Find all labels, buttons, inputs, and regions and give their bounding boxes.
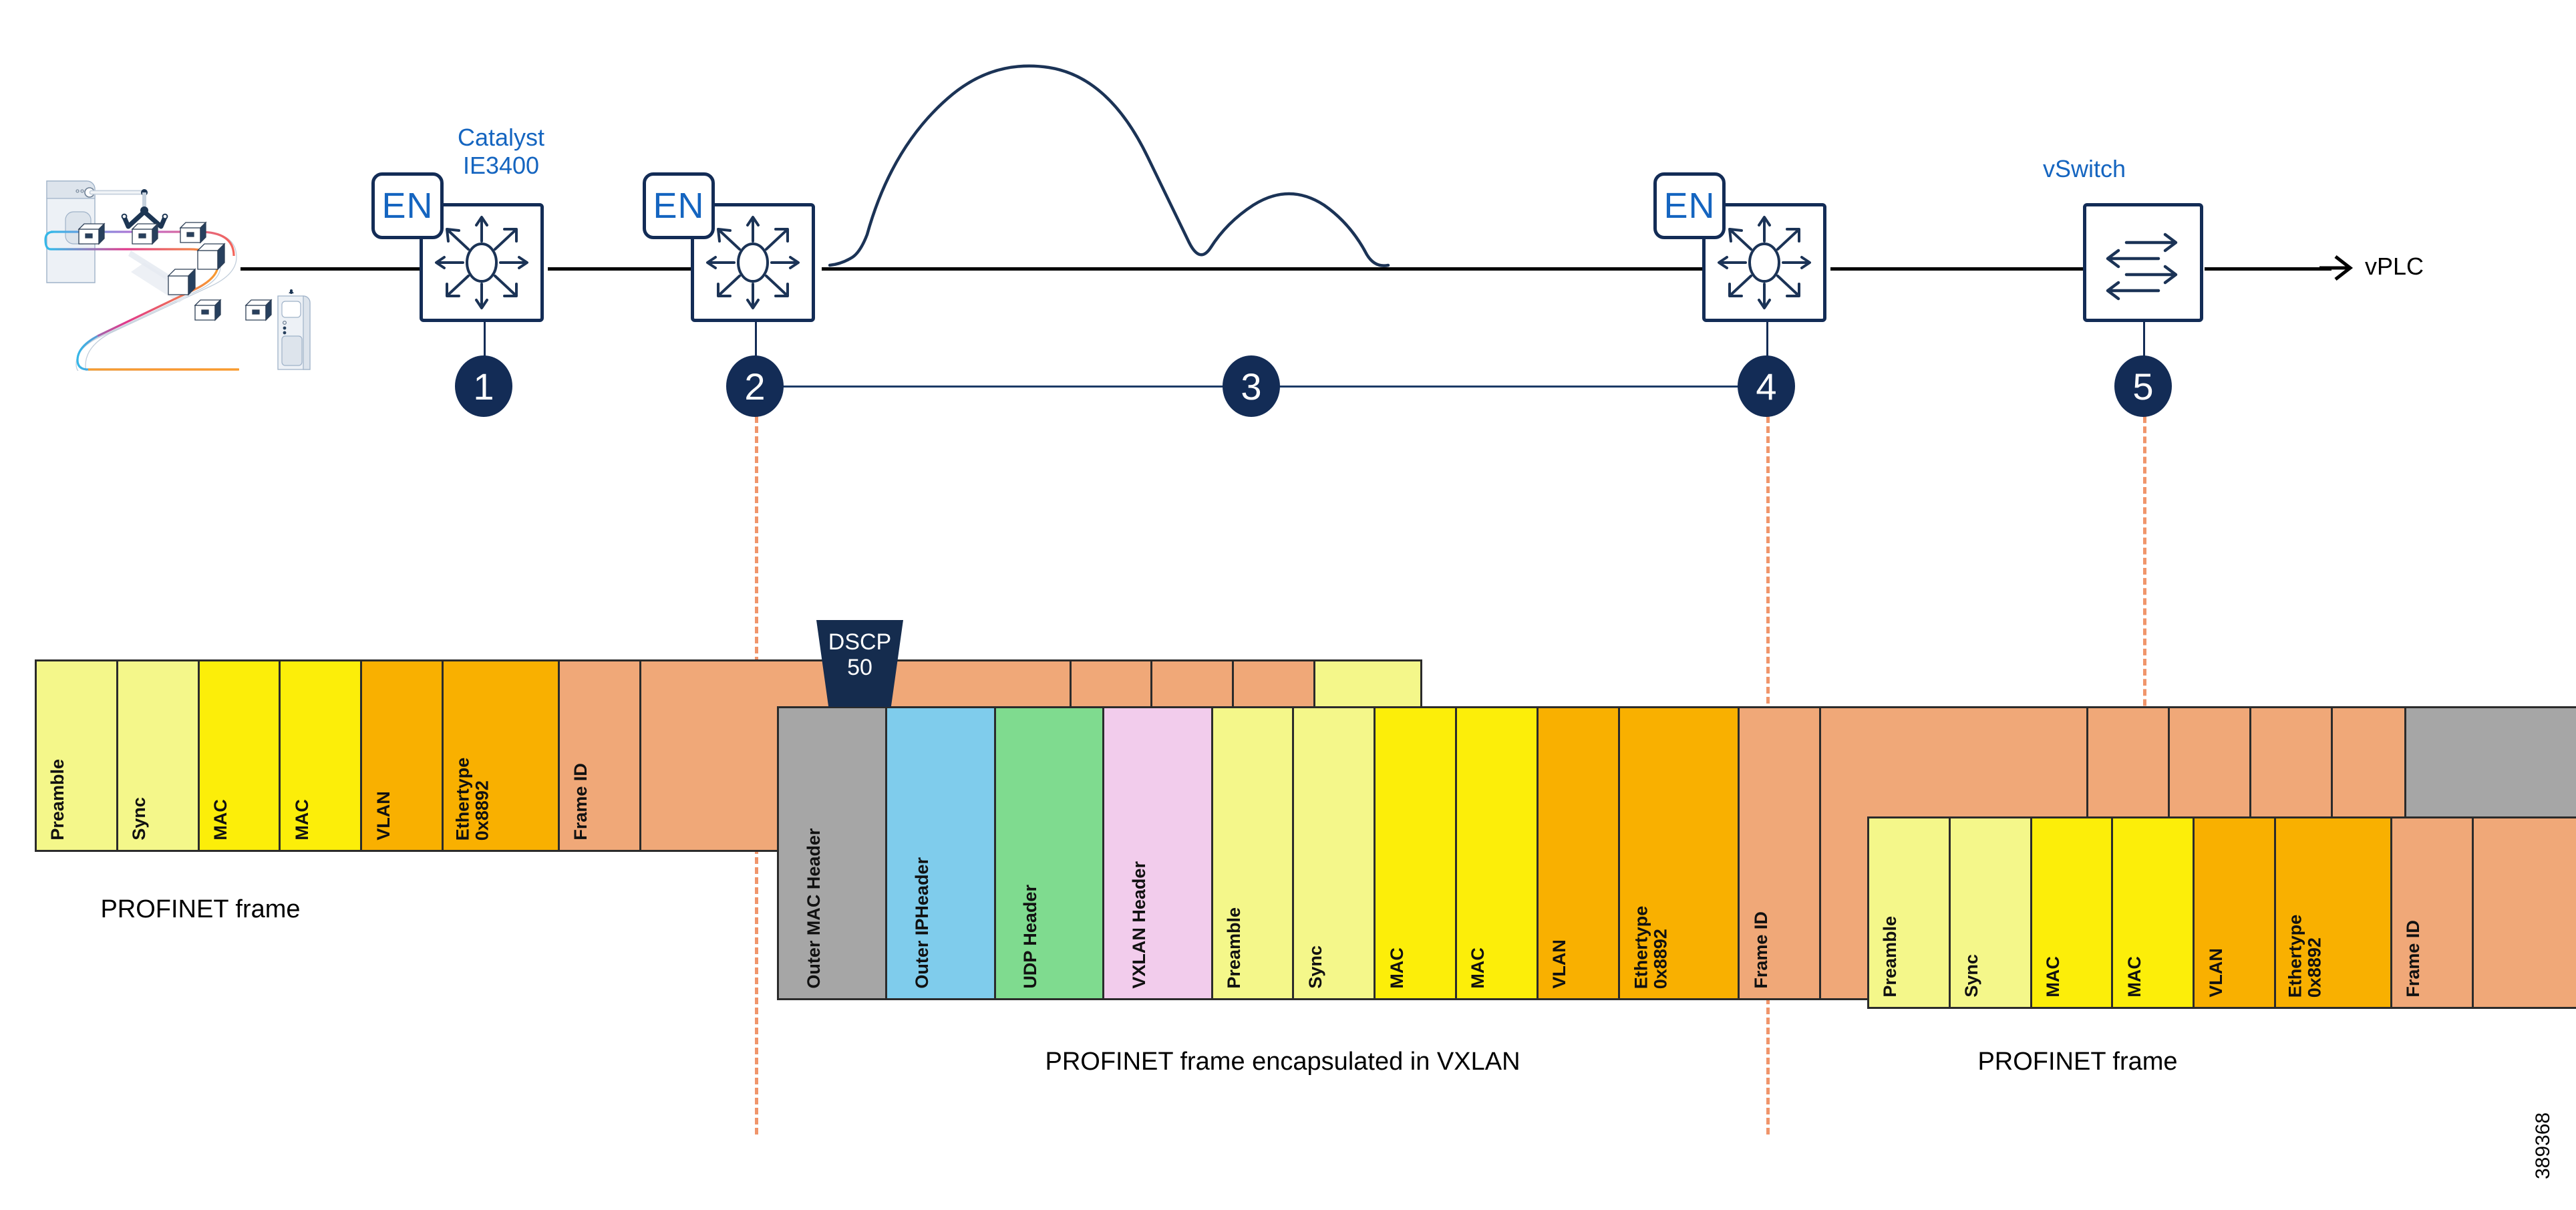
frame-segment: MAC <box>2032 818 2114 1007</box>
marker-5: 5 <box>2114 355 2172 417</box>
frame-segment-label: VLAN <box>2205 948 2226 998</box>
frame-segment: VLAN <box>2195 818 2276 1007</box>
frame-segment-label: MAC <box>2042 956 2063 998</box>
frame-segment: Frame ID <box>559 661 641 850</box>
frame-segment: Sync <box>118 661 200 850</box>
frame-segment: MAC <box>1376 708 1457 998</box>
frame-segment: UDP Header <box>995 708 1105 998</box>
frame-segment-label: MAC <box>291 799 312 841</box>
frame-segment: RT Data <box>2473 818 2576 1007</box>
link-sw1-sw2 <box>548 267 695 271</box>
frame-segment-label: Preamble <box>1223 907 1244 989</box>
frame-segment-label: Frame ID <box>1750 911 1771 989</box>
frame-segment-label: Sync <box>129 797 150 841</box>
vswitch-icon <box>2083 203 2203 322</box>
sw2-marker-stub <box>755 322 757 359</box>
frame-segment-label: Preamble <box>1880 916 1901 998</box>
frame-segment-label: Frame ID <box>571 763 591 841</box>
frame-segment: Ethertype 0x8892 <box>1619 708 1740 998</box>
arrow-to-vplc <box>2318 249 2358 291</box>
sw1-marker-stub <box>484 322 486 359</box>
frame-segment-label: Ethertype 0x8892 <box>1631 905 1670 989</box>
frame-segment: Frame ID <box>2392 818 2474 1007</box>
frame-segment: Frame ID <box>1740 708 1822 998</box>
dscp-tag: DSCP 50 <box>816 620 903 707</box>
sw1-en-badge: EN <box>371 172 444 239</box>
dscp-tag-label: DSCP 50 <box>828 629 892 681</box>
marker-1: 1 <box>455 355 512 417</box>
caption-profinet-right: PROFINET frame <box>1977 1048 2178 1076</box>
frame-segment-label: MAC <box>210 799 230 841</box>
vplc-label: vPLC <box>2365 253 2424 280</box>
frame-segment: MAC <box>199 661 281 850</box>
marker-4: 4 <box>1738 355 1795 417</box>
frame-segment-label: Outer IPHeader <box>911 857 932 989</box>
frame-segment: VLAN <box>1538 708 1620 998</box>
frame-segment: Outer MAC Header <box>779 708 888 998</box>
sw1-label: Catalyst IE3400 <box>457 124 545 180</box>
marker-2: 2 <box>726 355 784 417</box>
link-vswitch-vplc <box>2205 267 2331 271</box>
sw2-en-badge: EN <box>643 172 715 239</box>
link-sw2-sw3 <box>822 267 1710 271</box>
frame-segment-label: MAC <box>2124 956 2144 998</box>
dashed-callout-vswitch <box>2143 406 2146 827</box>
frame-segment: Ethertype 0x8892 <box>443 661 560 850</box>
sw3-en-badge: EN <box>1653 172 1726 239</box>
frame-segment: VLAN <box>362 661 444 850</box>
sw3-marker-stub <box>1766 322 1768 359</box>
frame-segment-label: Sync <box>1305 945 1325 989</box>
frame-segment-label: Ethertype 0x8892 <box>452 757 492 841</box>
figure-id: 389368 <box>2532 1112 2554 1179</box>
caption-vxlan: PROFINET frame encapsulated in VXLAN <box>1045 1048 1520 1076</box>
frame-segment-label: VXLAN Header <box>1128 861 1149 989</box>
vswitch-label: vSwitch <box>2042 155 2126 182</box>
frame-segment-label: UDP Header <box>1020 885 1041 989</box>
switch-icon-sw1 <box>420 203 544 322</box>
factory-illustration <box>13 170 321 378</box>
frame-segment: Sync <box>1950 818 2032 1007</box>
frame-segment-label: Preamble <box>47 759 68 841</box>
frame-profinet-right: Preamble Sync MAC MAC VLAN Ethertype 0x8892 Fr… <box>1867 816 2576 1009</box>
link-factory-sw1 <box>240 267 428 271</box>
frame-segment: Preamble <box>37 661 118 850</box>
frame-segment: Ethertype 0x8892 <box>2275 818 2392 1007</box>
caption-profinet-left: PROFINET frame <box>100 895 301 923</box>
vswitch-marker-stub <box>2143 322 2145 359</box>
frame-segment: Preamble <box>1213 708 1295 998</box>
marker-3: 3 <box>1223 355 1280 417</box>
link-sw3-vswitch <box>1830 267 2084 271</box>
frame-segment-label: Frame ID <box>2403 920 2424 998</box>
frame-segment: MAC <box>2113 818 2195 1007</box>
frame-segment: Preamble <box>1869 818 1951 1007</box>
frame-segment-label: Ethertype 0x8892 <box>2285 914 2325 998</box>
frame-segment: MAC <box>281 661 363 850</box>
frame-segment: Outer IPHeader <box>887 708 996 998</box>
frame-segment: MAC <box>1456 708 1539 998</box>
frame-segment-label: VLAN <box>373 791 393 841</box>
frame-segment-label: MAC <box>1468 947 1488 990</box>
frame-segment-label: MAC <box>1386 947 1407 990</box>
frame-segment: Sync <box>1294 708 1376 998</box>
frame-segment-label: Sync <box>1961 954 1982 998</box>
frame-segment-label: Outer MAC Header <box>803 828 824 989</box>
frame-segment-label: VLAN <box>1549 939 1570 990</box>
switch-icon-sw2 <box>691 203 815 322</box>
network-cloud <box>828 63 1717 271</box>
frame-segment: VXLAN Header <box>1104 708 1213 998</box>
